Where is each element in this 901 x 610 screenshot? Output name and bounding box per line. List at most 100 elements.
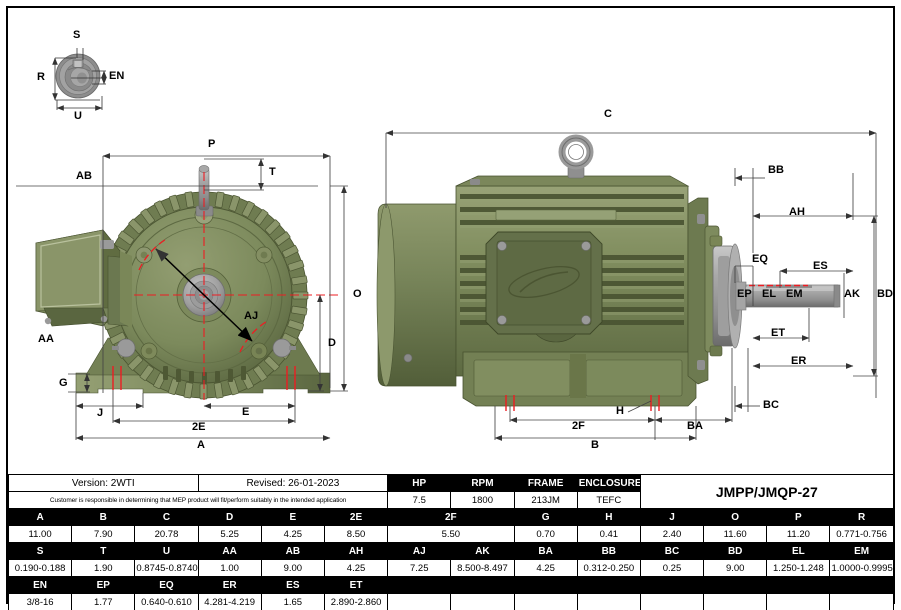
val-2F: 5.50	[387, 525, 515, 543]
val-EP: 1.77	[71, 593, 136, 610]
callout-AA: AA	[38, 333, 54, 345]
hdr-BC: BC	[639, 542, 705, 560]
hdr-ER: ER	[197, 576, 262, 594]
hdr-EQ: EQ	[134, 576, 199, 594]
hdr-P: P	[766, 508, 831, 526]
hdr-EL: EL	[766, 542, 831, 560]
hdr-D: D	[197, 508, 262, 526]
hdr-blank-4	[576, 576, 641, 594]
hdr-blank-7	[766, 576, 831, 594]
hdr-BA: BA	[513, 542, 578, 560]
callout-BA: BA	[687, 420, 703, 432]
callout-BC: BC	[763, 399, 779, 411]
table-row-disclaimer: Customer is responsible in determining t…	[7, 491, 894, 509]
val-BD: 9.00	[703, 559, 768, 577]
val-BC: 0.25	[639, 559, 705, 577]
table-row-dim3-headers: EN EP EQ ER ES ET	[7, 576, 894, 594]
val-AJ: 7.25	[387, 559, 452, 577]
hdr-B: B	[71, 508, 136, 526]
front-view-graphic	[35, 165, 331, 400]
side-view-graphic	[376, 134, 841, 407]
callout-P: P	[208, 138, 216, 150]
hdr-ES: ES	[260, 576, 325, 594]
hdr-EN: EN	[7, 576, 73, 594]
callout-AK: AK	[844, 288, 860, 300]
val-AA: 1.00	[197, 559, 262, 577]
val-blank-1	[387, 593, 452, 610]
callout-C: C	[604, 108, 612, 120]
hdr-blank-2	[450, 576, 515, 594]
hdr-AA: AA	[197, 542, 262, 560]
side-view-dimensions	[385, 130, 878, 441]
val-C: 20.78	[134, 525, 199, 543]
hdr-2F: 2F	[387, 508, 515, 526]
table-row-dim1-values: 11.00 7.90 20.78 5.25 4.25 8.50 5.50 0.7…	[7, 525, 894, 543]
hdr-R: R	[829, 508, 894, 526]
callout-B: B	[591, 439, 599, 451]
val-blank-2	[450, 593, 515, 610]
val-blank-4	[576, 593, 641, 610]
callout-U: U	[74, 110, 82, 122]
table-row-dim2-values: 0.190-0.188 1.90 0.8745-0.8740 1.00 9.00…	[7, 559, 894, 577]
hdr-AH: AH	[323, 542, 389, 560]
cell-hdr-rpm: RPM	[450, 474, 515, 492]
val-ES: 1.65	[260, 593, 325, 610]
callout-AH: AH	[789, 206, 805, 218]
drawing-area: S R EN U P T AB AA AJ O D G J E 2E A C B…	[8, 8, 893, 470]
callout-G: G	[59, 377, 68, 389]
hdr-J: J	[639, 508, 705, 526]
hdr-T: T	[71, 542, 136, 560]
table-row-dim2-headers: S T U AA AB AH AJ AK BA BB BC BD EL EM	[7, 542, 894, 560]
callout-D: D	[328, 337, 336, 349]
callout-EQ: EQ	[752, 253, 768, 265]
hdr-blank-8	[829, 576, 894, 594]
hdr-blank-1	[387, 576, 452, 594]
hdr-ET: ET	[323, 576, 389, 594]
callout-O: O	[353, 288, 362, 300]
cell-val-frame: 213JM	[513, 491, 578, 509]
cell-val-hp: 7.5	[387, 491, 452, 509]
hdr-BD: BD	[703, 542, 768, 560]
callout-ES: ES	[813, 260, 828, 272]
hdr-U: U	[134, 542, 199, 560]
shaft-end-detail-graphic	[55, 53, 101, 99]
cell-hdr-hp: HP	[387, 474, 452, 492]
val-H: 0.41	[576, 525, 641, 543]
hdr-S: S	[7, 542, 73, 560]
val-U: 0.8745-0.8740	[134, 559, 199, 577]
hdr-H: H	[576, 508, 641, 526]
callout-BD: BD	[877, 288, 893, 300]
val-T: 1.90	[71, 559, 136, 577]
val-AK: 8.500-8.497	[450, 559, 515, 577]
callout-AB: AB	[76, 170, 92, 182]
callout-E: E	[242, 406, 250, 418]
hdr-blank-6	[703, 576, 768, 594]
cell-version: Version: 2WTI	[8, 474, 199, 492]
hdr-E: E	[260, 508, 325, 526]
val-EL: 1.250-1.248	[766, 559, 831, 577]
callout-BB: BB	[768, 164, 784, 176]
hdr-O: O	[703, 508, 768, 526]
callout-J: J	[97, 407, 104, 419]
val-E: 4.25	[260, 525, 325, 543]
hdr-EM: EM	[829, 542, 894, 560]
callout-ER: ER	[791, 355, 807, 367]
callout-2F: 2F	[572, 420, 585, 432]
hdr-G: G	[513, 508, 578, 526]
hdr-2E: 2E	[323, 508, 389, 526]
callout-EP: EP	[737, 288, 752, 300]
val-AB: 9.00	[260, 559, 325, 577]
val-ER: 4.281-4.219	[197, 593, 262, 610]
cell-revised: Revised: 26-01-2023	[197, 474, 389, 492]
val-R: 0.771-0.756	[829, 525, 894, 543]
cell-hdr-enclosure: ENCLOSURE	[576, 474, 641, 492]
val-J: 2.40	[639, 525, 705, 543]
val-2E: 8.50	[323, 525, 389, 543]
val-BA: 4.25	[513, 559, 578, 577]
hdr-AK: AK	[450, 542, 515, 560]
callout-T: T	[269, 166, 276, 178]
cell-part-number: JMPP/JMQP-27	[639, 474, 894, 509]
callout-EN: EN	[109, 70, 125, 82]
callout-2E: 2E	[192, 421, 206, 433]
